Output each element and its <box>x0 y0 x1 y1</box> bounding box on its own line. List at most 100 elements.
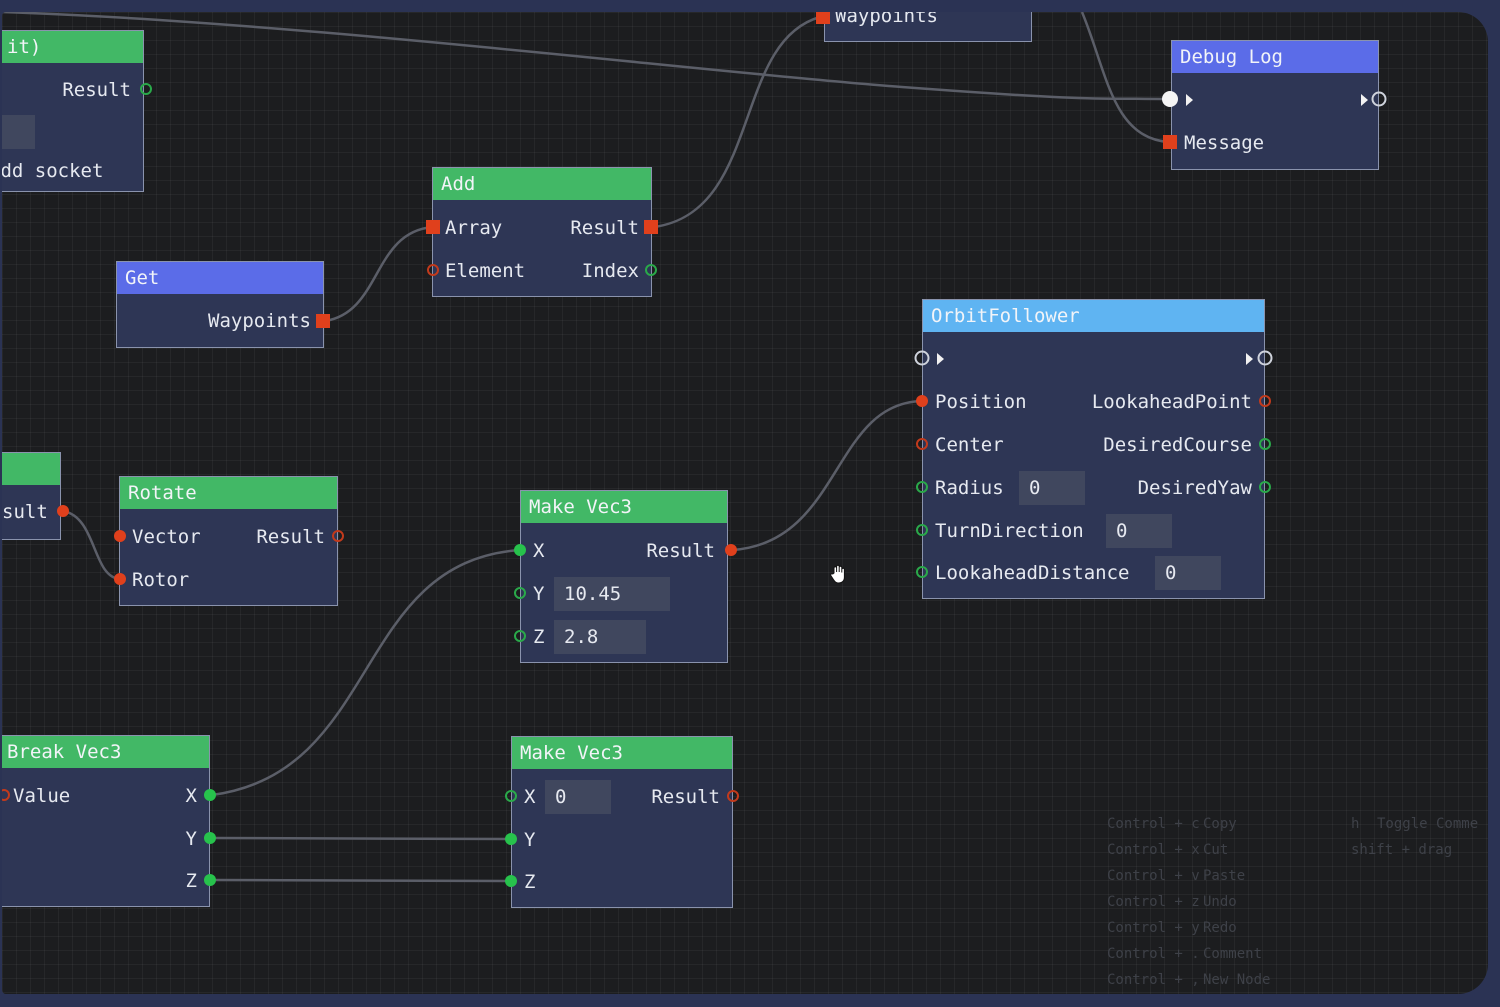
socket-array-in[interactable] <box>426 220 440 234</box>
socket-result[interactable] <box>57 505 69 517</box>
rotate-node[interactable]: Rotate Vector Result Rotor <box>119 476 338 606</box>
wire-exec-debug <box>2 12 1169 101</box>
add-socket-link[interactable]: Add socket <box>2 160 104 182</box>
output-label-index: Index <box>581 260 639 282</box>
input-label-message: Message <box>1184 132 1265 154</box>
socket-z-in[interactable] <box>505 875 517 887</box>
node-header[interactable]: Make Vec3 <box>512 737 732 769</box>
hand-cursor-icon <box>830 564 845 584</box>
socket-z-out[interactable] <box>204 874 216 886</box>
radius-input[interactable]: 0 <box>1019 471 1085 505</box>
socket-exec-in[interactable] <box>914 350 930 366</box>
socket-radius-in[interactable] <box>916 481 928 493</box>
wire-breakz-makevecz <box>211 878 512 883</box>
z-input[interactable]: 2.8 <box>554 620 646 654</box>
x-input[interactable]: 0 <box>545 780 611 814</box>
socket-y-in[interactable] <box>514 587 526 599</box>
socket-x-out[interactable] <box>204 789 216 801</box>
socket-center-in[interactable] <box>916 438 928 450</box>
output-label-desired-yaw: DesiredYaw <box>1137 477 1252 499</box>
input-label-x: X <box>533 540 545 562</box>
socket-exec-out[interactable] <box>1257 350 1273 366</box>
socket-result-out[interactable] <box>725 544 737 556</box>
hint-keys: Control + v <box>1107 868 1200 884</box>
socket-vector-in[interactable] <box>114 530 126 542</box>
socket-waypoints-out[interactable] <box>316 314 330 328</box>
input-label-position: Position <box>935 391 1027 413</box>
input-label-lookahead-distance: LookaheadDistance <box>935 562 1130 584</box>
socket-waypoints-in[interactable] <box>816 12 830 24</box>
input-label-x: X <box>524 786 536 808</box>
socket-result-out[interactable] <box>332 530 344 542</box>
y-input[interactable]: 10.45 <box>554 577 670 611</box>
exec-out-arrow-icon <box>1246 353 1253 365</box>
socket-y-out[interactable] <box>204 832 216 844</box>
output-label-lookahead-point: LookaheadPoint <box>1091 391 1252 413</box>
socket-element-in[interactable] <box>427 264 439 276</box>
hint-action: Paste <box>1203 868 1246 884</box>
turn-direction-input[interactable]: 0 <box>1106 514 1172 548</box>
node-title: Break Vec3 <box>7 741 122 763</box>
output-label-y: Y <box>185 828 197 850</box>
z-value: 2.8 <box>564 626 599 648</box>
output-label-result: sult <box>2 501 48 523</box>
hint-keys: Control + x <box>1107 842 1200 858</box>
socket-exec-in[interactable] <box>1162 91 1178 107</box>
make-vec3-node[interactable]: Make Vec3 X Result Y 10.45 Z 2.8 <box>520 490 728 663</box>
output-label-result: Result <box>651 786 720 808</box>
lookahead-distance-input[interactable]: 0 <box>1155 556 1221 590</box>
input-label-y: Y <box>524 829 536 851</box>
socket-lookahead-point-out[interactable] <box>1259 395 1271 407</box>
socket-x-in[interactable] <box>505 790 517 802</box>
hint-keys: h <box>1351 816 1360 832</box>
socket-value-in[interactable] <box>2 789 10 801</box>
partial-node-left[interactable]: sult <box>2 452 61 540</box>
node-header[interactable]: Debug Log <box>1172 41 1378 73</box>
socket-desired-course-out[interactable] <box>1259 438 1271 450</box>
node-header[interactable]: it) <box>2 31 143 63</box>
node-header[interactable]: Get <box>117 262 323 294</box>
hint-action: Comment <box>1203 946 1263 962</box>
value-field[interactable] <box>2 115 35 149</box>
socket-position-in[interactable] <box>916 395 928 407</box>
socket-rotor-in[interactable] <box>114 573 126 585</box>
node-title: Rotate <box>128 482 197 504</box>
node-header[interactable]: OrbitFollower <box>923 300 1264 332</box>
node-header[interactable]: Add <box>433 168 651 200</box>
make-vec3-node-bottom[interactable]: Make Vec3 X 0 Result Y Z <box>511 736 733 908</box>
output-label-result: Result <box>62 79 131 101</box>
socket-y-in[interactable] <box>505 833 517 845</box>
socket-z-in[interactable] <box>514 630 526 642</box>
socket-exec-out[interactable] <box>1371 91 1387 107</box>
socket-result-out[interactable] <box>727 790 739 802</box>
partial-node-top[interactable]: it) Result Add socket <box>2 30 144 192</box>
wire-breakx-makevecx <box>211 548 521 797</box>
get-node[interactable]: Get Waypoints <box>116 261 324 348</box>
socket-index-out[interactable] <box>645 264 657 276</box>
socket-result[interactable] <box>140 83 152 95</box>
socket-result-out[interactable] <box>644 220 658 234</box>
input-label-element: Element <box>445 260 526 282</box>
hint-keys: Control + z <box>1107 894 1200 910</box>
input-label-center: Center <box>935 434 1004 456</box>
add-node[interactable]: Add Array Result Element Index <box>432 167 652 297</box>
socket-turn-direction-in[interactable] <box>916 524 928 536</box>
output-label-waypoints: Waypoints <box>208 310 311 332</box>
waypoints-node[interactable]: Waypoints <box>824 12 1032 42</box>
socket-desired-yaw-out[interactable] <box>1259 481 1271 493</box>
node-header[interactable]: Make Vec3 <box>521 491 727 523</box>
node-title: OrbitFollower <box>931 305 1080 327</box>
y-value: 10.45 <box>564 583 622 605</box>
node-editor-canvas[interactable]: it) Result Add socket sult Get Waypoints… <box>2 12 1488 994</box>
node-header[interactable]: Break Vec3 <box>2 736 209 768</box>
node-header[interactable] <box>2 453 60 485</box>
socket-message-in[interactable] <box>1163 135 1177 149</box>
socket-lookahead-distance-in[interactable] <box>916 566 928 578</box>
debug-log-node[interactable]: Debug Log Message <box>1171 40 1379 170</box>
break-vec3-node[interactable]: Break Vec3 Value X Y Z <box>2 735 210 907</box>
orbit-follower-node[interactable]: OrbitFollower Position LookaheadPoint Ce… <box>922 299 1265 599</box>
node-header[interactable]: Rotate <box>120 477 337 509</box>
wire-get-add <box>324 225 434 323</box>
node-title: Add <box>441 173 476 195</box>
socket-x-in[interactable] <box>514 544 526 556</box>
